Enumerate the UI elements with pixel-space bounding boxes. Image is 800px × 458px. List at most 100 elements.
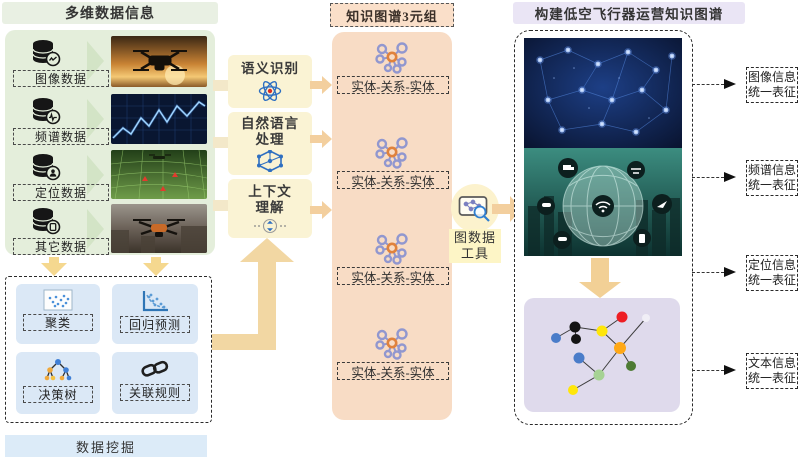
output-label-line: 图像信息 [747,70,796,84]
regression-label: 回归预测 [119,316,191,333]
arrowhead-right-icon [724,79,736,89]
image-data-label: 图像数据 [13,70,109,87]
connector-line [213,200,229,211]
output-spectrum-info: 频谱信息 统一表征 [746,160,798,196]
iot-city-photo [524,148,682,256]
triple-label-2: 实体-关系-实体 [337,171,449,189]
network-nodes-photo [524,38,682,148]
context-understanding-box: 上下文 理解 [228,179,312,238]
arrowhead-right-icon [724,267,736,277]
graph-nodes-icon [375,42,408,74]
data-row-other: 其它数据 [5,204,215,259]
output-label-line: 定位信息 [747,258,796,272]
chevron-right-icon [87,41,104,81]
context-label-line1: 上下文 [248,183,292,199]
database-other-icon [32,208,61,235]
graph-nodes-icon [375,137,408,169]
database-image-icon [32,40,61,67]
graph-node-yellow-bottom [568,385,578,395]
connector-line [692,370,724,371]
arrow-down-icon [579,258,621,298]
triples-header: 知识图谱3元组 [330,3,454,27]
connector-line [692,177,724,178]
chain-link-icon [141,360,169,377]
output-label-line: 频谱信息 [747,163,796,177]
output-label-line: 统一表征 [747,85,796,99]
cluster-scatter-icon [43,289,73,311]
arrow-right-icon [310,130,332,148]
kg-header: 构建低空飞行器运营知识图谱 [513,2,745,24]
data-row-location: 定位数据 [5,150,215,205]
arrow-down-icon [143,257,169,276]
regression-plot-icon [142,291,168,312]
output-location-info: 定位信息 统一表征 [746,255,798,291]
graph-tool-label-line2: 工具 [460,246,489,261]
nlp-box: 自然语言 处理 [228,112,312,175]
arrowhead-right-icon [724,172,736,182]
drone-sunset-photo [111,36,207,87]
arrow-right-icon [310,201,332,219]
connector-line [213,80,229,91]
arrowhead-right-icon [724,365,736,375]
association-rules-label: 关联规则 [119,384,191,401]
data-row-image: 图像数据 [5,36,215,91]
chevron-right-icon [87,99,104,139]
hexagon-network-icon [257,149,283,172]
connector-line [692,272,724,273]
triple-label-1: 实体-关系-实体 [337,76,449,94]
connector-line [692,84,724,85]
graph-node-black-bottom [571,334,581,344]
chevron-right-icon [87,155,104,195]
spectrum-data-label: 频谱数据 [13,128,109,145]
spectrum-chart-photo [111,94,207,144]
triple-label-3: 实体-关系-实体 [337,267,449,285]
terrain-map-photo [111,150,207,199]
output-label-line: 统一表征 [747,178,796,192]
graph-tool-label: 图数据 工具 [449,229,501,263]
output-image-info: 图像信息 统一表征 [746,67,798,103]
decision-tree-icon [44,359,72,381]
arrow-up-elbow-icon [212,238,294,350]
database-spectrum-icon [32,98,61,125]
context-sync-icon [254,218,286,233]
arrow-down-icon [41,257,67,276]
graph-node-yellow-center [596,325,608,337]
graph-node-red [616,311,628,323]
atom-icon [258,80,282,101]
graph-node-black-top [569,321,581,333]
graph-nodes-icon [375,328,408,360]
graph-tool-label-line1: 图数据 [453,230,496,245]
decision-tree-label: 决策树 [23,386,93,403]
data-mining-footer: 数据挖掘 [5,435,207,457]
semantic-recognition-box: 语义识别 [228,55,312,108]
triple-label-4: 实体-关系-实体 [337,362,449,380]
arrow-right-icon [310,76,332,94]
graph-search-icon [458,195,490,222]
database-location-icon [32,154,61,181]
chevron-right-icon [87,209,104,249]
output-text-info: 文本信息 统一表征 [746,353,798,389]
graph-tool-circle [451,184,499,232]
graph-nodes-icon [375,233,408,265]
context-label-line2: 理解 [255,199,285,215]
data-row-spectrum: 频谱数据 [5,94,215,149]
card-clustering: 聚类 [16,284,100,344]
output-label-line: 统一表征 [747,273,796,287]
card-regression: 回归预测 [112,284,198,344]
graph-node-blue-mid [573,352,585,364]
triples-column [332,32,452,420]
card-decision-tree: 决策树 [16,352,100,414]
output-label-line: 文本信息 [747,356,796,370]
output-label-line: 统一表征 [747,371,796,385]
semantic-recognition-label: 语义识别 [241,60,299,76]
graph-node-blue-left [551,333,561,343]
clustering-label: 聚类 [23,314,93,331]
industrial-drone-photo [111,204,207,253]
knowledge-graph-box [524,298,680,412]
card-association: 关联规则 [112,352,198,414]
other-data-label: 其它数据 [13,238,109,255]
nlp-label-line1: 自然语言 [241,115,299,131]
location-data-label: 定位数据 [13,184,109,201]
nlp-label-line2: 处理 [255,131,285,147]
graph-node-faint [642,314,650,322]
